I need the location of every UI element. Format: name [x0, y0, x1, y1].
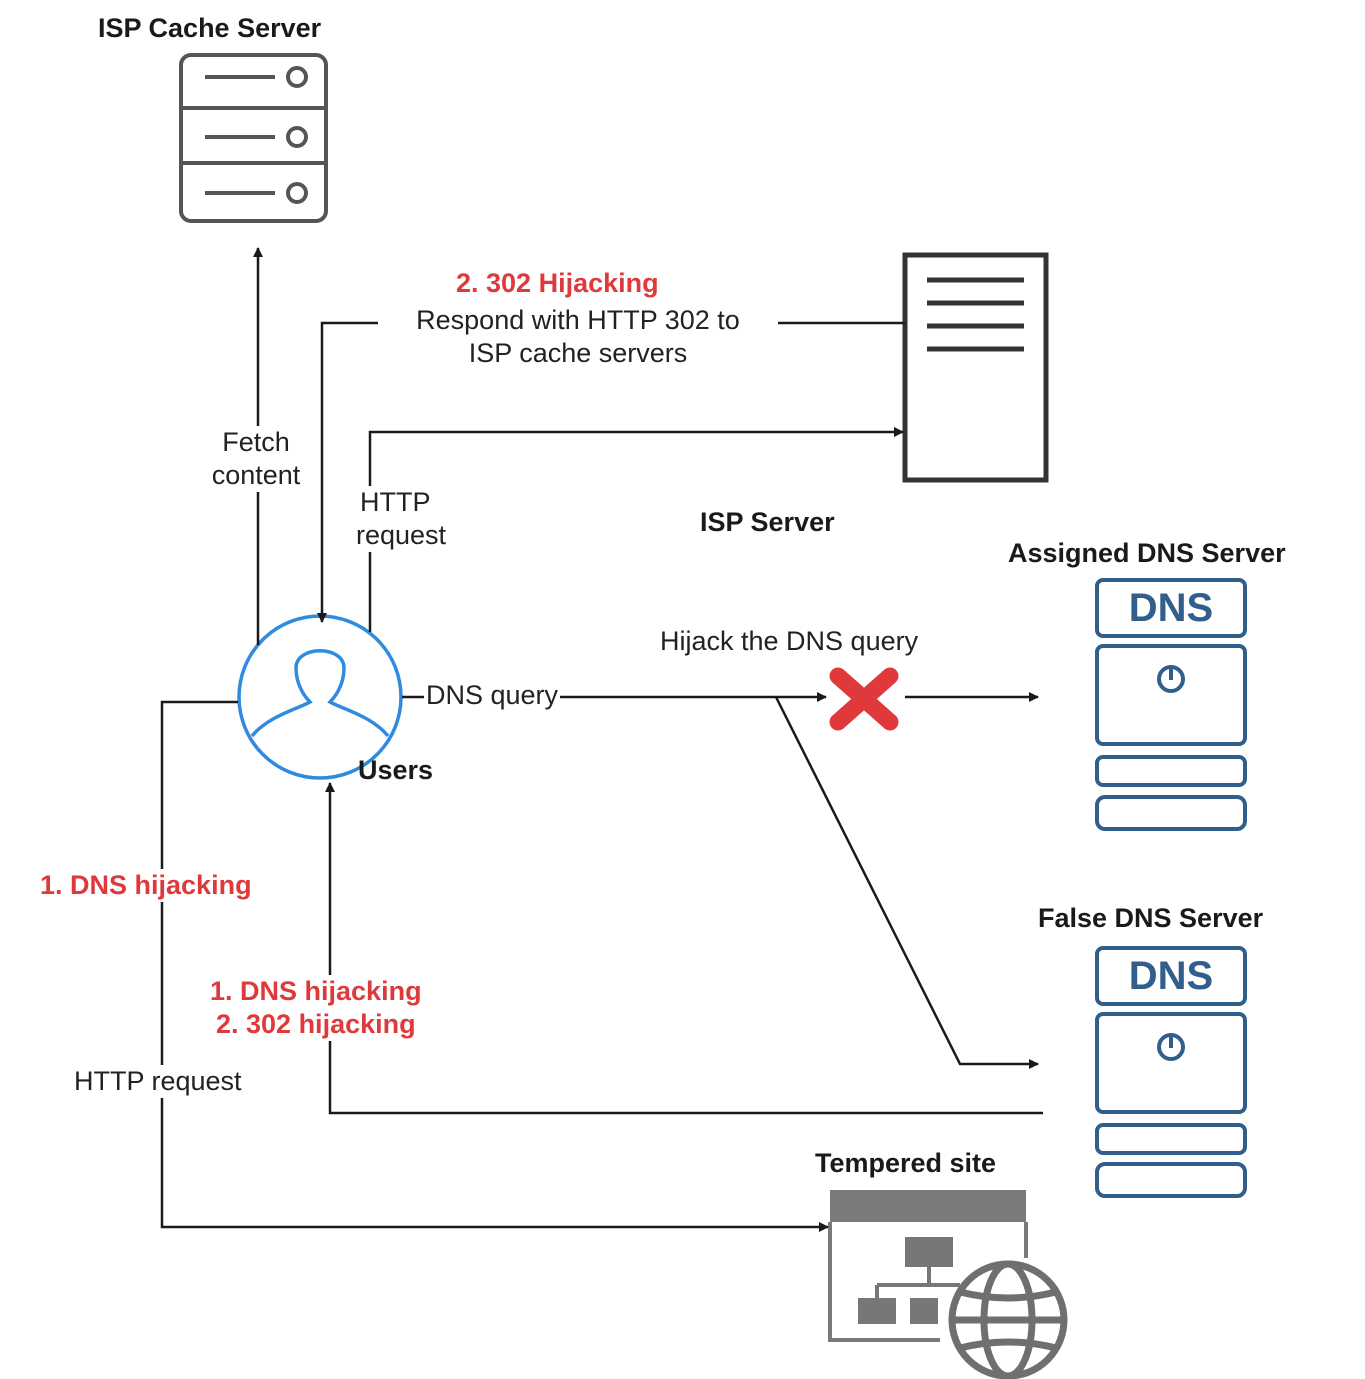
- false-dns-badge: DNS: [1128, 954, 1214, 998]
- hijack-dns-query-label: Hijack the DNS query: [660, 626, 919, 656]
- http-request-top-line-2: request: [356, 520, 447, 550]
- isp-server-label: ISP Server: [700, 507, 835, 537]
- combined-hijacking-label: 1. DNS hijacking 2. 302 hijacking: [210, 975, 422, 1041]
- hijacking-302-description-line-1: Respond with HTTP 302 to: [416, 305, 740, 335]
- fetch-content-line-1: Fetch: [222, 427, 290, 457]
- isp-cache-server-label: ISP Cache Server: [98, 13, 322, 43]
- users-label: Users: [358, 755, 434, 785]
- hijacking-302-description-line-2: ISP cache servers: [468, 338, 688, 368]
- assigned-dns-badge: DNS: [1128, 586, 1214, 630]
- http-request-top-label: HTTP request: [356, 486, 447, 552]
- http-request-top-line-1: HTTP: [360, 487, 431, 517]
- hijacked-dns-arrow: [774, 696, 1039, 1069]
- combined-hijacking-line-1: 1. DNS hijacking: [210, 976, 422, 1006]
- isp-cache-server-icon: [179, 53, 328, 223]
- fetch-content-label: Fetch content: [196, 426, 316, 492]
- assigned-dns-server-label: Assigned DNS Server: [1008, 538, 1286, 568]
- http-request-arrow: [368, 427, 904, 632]
- false-dns-server-label: False DNS Server: [1038, 903, 1264, 933]
- dns-hijacking-left-label: 1. DNS hijacking: [40, 869, 252, 902]
- false-dns-server-icon: [1095, 946, 1247, 1198]
- isp-server-icon: [902, 252, 1049, 483]
- hijacking-302-description: Respond with HTTP 302 to ISP cache serve…: [378, 304, 778, 370]
- blocked-x-icon: [829, 667, 899, 731]
- tempered-site-label: Tempered site: [815, 1148, 997, 1178]
- connectors: [160, 247, 1043, 1232]
- assigned-dns-server-icon: [1095, 578, 1247, 831]
- tempered-site-icon: [828, 1190, 1068, 1379]
- http-request-bottom-label: HTTP request: [74, 1065, 242, 1098]
- dns-query-label: DNS query: [424, 679, 561, 712]
- hijacking-302-title: 2. 302 Hijacking: [456, 268, 659, 298]
- fetch-content-line-2: content: [211, 460, 301, 490]
- combined-hijacking-line-2: 2. 302 hijacking: [216, 1009, 416, 1039]
- false-dns-response-arrow: [325, 782, 1043, 1115]
- tempered-http-request-arrow: [160, 700, 829, 1232]
